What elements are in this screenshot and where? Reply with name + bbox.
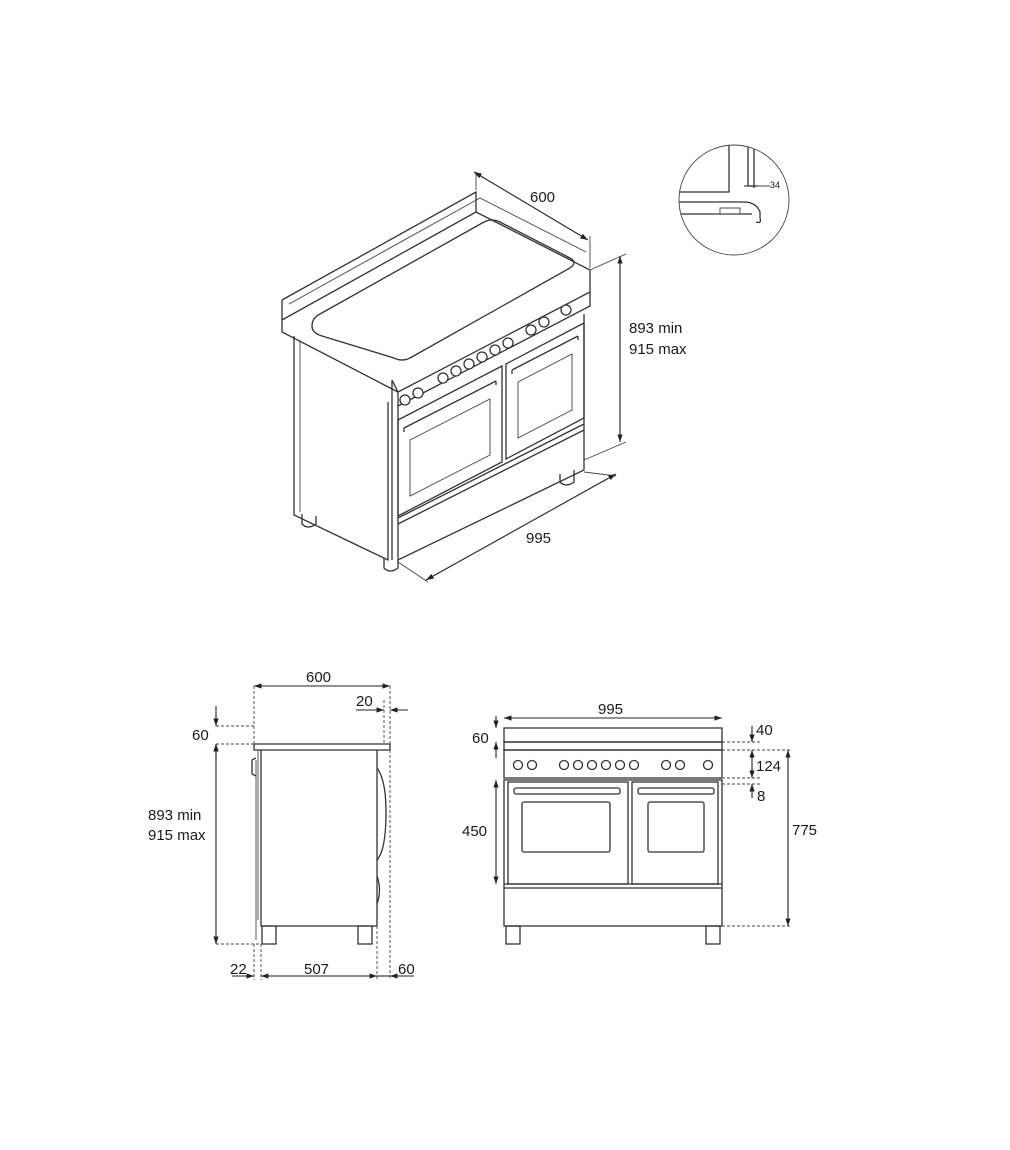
front-right-window [647, 801, 705, 853]
front-width-label: 995 [598, 701, 623, 718]
front-left-handle [513, 787, 621, 795]
front-view: 995 60 450 40 124 8 775 [462, 701, 817, 945]
side-front-foot [261, 925, 277, 945]
detail-gap-label: 34 [770, 180, 780, 190]
front-backguard-height-label: 60 [472, 730, 489, 747]
iso-height-dimension: 893 min 915 max [583, 253, 687, 461]
side-rear-foot [357, 925, 373, 945]
side-top-plate [253, 743, 391, 751]
side-height-min-label: 893 min [148, 807, 201, 824]
front-oven-height-label: 450 [462, 823, 487, 840]
isometric-view: 600 893 min 915 max 995 [281, 171, 687, 583]
side-view: 600 20 60 893 min 915 max 22 507 60 [148, 669, 415, 980]
front-body-height-label: 775 [792, 822, 817, 839]
iso-right-oven-door [505, 321, 585, 461]
iso-width-label: 995 [526, 530, 551, 547]
iso-side-panel [293, 336, 389, 562]
iso-knobs [399, 304, 572, 406]
front-left-window [521, 801, 611, 853]
front-right-oven-door [631, 781, 719, 885]
iso-height-max-label: 915 max [629, 341, 687, 358]
iso-top-surface [281, 211, 591, 393]
detail-circle [678, 144, 790, 256]
side-body [260, 750, 378, 927]
side-front-offset-label: 22 [230, 961, 247, 978]
side-rear-offset-label: 60 [398, 961, 415, 978]
front-knobs [512, 759, 714, 771]
iso-hob-glass [311, 219, 575, 361]
side-body-depth-label: 507 [304, 961, 329, 978]
iso-depth-dimension: 600 [473, 171, 591, 268]
iso-bottom-drawer [397, 423, 585, 525]
front-control-panel [503, 749, 723, 779]
front-top-thickness-label: 40 [756, 722, 773, 739]
iso-width-dimension: 995 [397, 471, 617, 583]
front-gap-label: 8 [757, 788, 765, 805]
detail-view: 34 [678, 144, 790, 256]
side-backguard-offset-label: 20 [356, 693, 373, 710]
front-left-foot [505, 925, 521, 945]
side-backguard-height-label: 60 [192, 727, 209, 744]
iso-height-min-label: 893 min [629, 320, 682, 337]
front-right-foot [705, 925, 721, 945]
iso-depth-label: 600 [530, 189, 555, 206]
side-height-max-label: 915 max [148, 827, 206, 844]
front-control-panel-label: 124 [756, 758, 781, 775]
front-body [503, 779, 723, 927]
front-top [503, 741, 723, 751]
front-backguard [503, 727, 723, 743]
side-depth-label: 600 [306, 669, 331, 686]
front-right-handle [637, 787, 715, 795]
iso-left-oven-door [397, 364, 503, 518]
